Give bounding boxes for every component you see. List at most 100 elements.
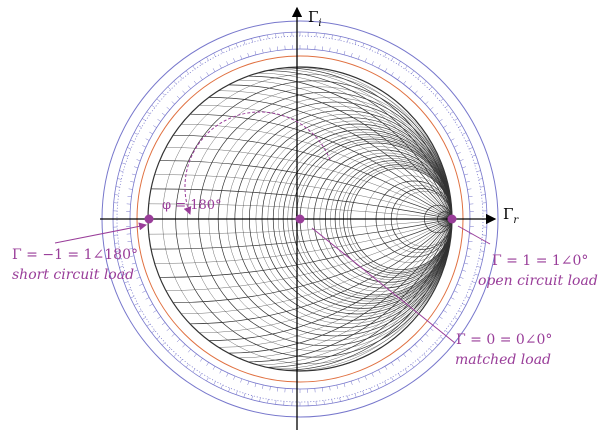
scale-tick	[233, 375, 236, 380]
scale-tick	[151, 104, 155, 108]
scale-tick	[192, 368, 196, 373]
scale-tick	[187, 349, 191, 353]
scale-tick	[409, 349, 413, 353]
scale-tick	[128, 188, 133, 190]
scale-tick	[219, 64, 222, 69]
scale-tick	[262, 49, 264, 54]
scale-tick	[384, 366, 388, 370]
scale-tick	[131, 173, 136, 176]
scale-tick	[142, 118, 146, 121]
short-point	[144, 214, 154, 224]
scale-tick	[243, 40, 246, 45]
scale-tick	[425, 101, 429, 105]
scale-tick	[220, 384, 223, 389]
scale-tick	[391, 56, 394, 61]
scale-tick	[139, 283, 144, 286]
scale-tick	[339, 36, 341, 41]
scale-tick	[429, 86, 433, 90]
reactance-arc	[173, 218, 452, 304]
scale-tick	[115, 250, 120, 252]
scale-tick	[166, 328, 170, 332]
scale-tick	[127, 147, 132, 150]
scale-tick	[467, 188, 472, 190]
reactance-arc	[228, 218, 452, 354]
scale-tick	[391, 362, 394, 366]
scale-tick	[449, 323, 454, 327]
scale-tick	[233, 58, 236, 63]
reactance-arc	[266, 70, 452, 220]
matched-pointer	[311, 227, 456, 344]
scale-tick	[124, 281, 129, 284]
scale-tick	[417, 75, 421, 79]
scale-tick	[336, 49, 338, 54]
scale-tick	[254, 50, 257, 55]
scale-tick	[220, 49, 223, 54]
open-eq: Γ = 1 = 1∠0°	[492, 253, 589, 269]
scale-tick	[213, 381, 216, 385]
short-pointer	[54, 222, 147, 244]
scale-tick	[462, 269, 467, 272]
scale-tick	[453, 290, 458, 293]
reactance-arc	[154, 174, 452, 220]
scale-tick	[398, 61, 401, 65]
scale-tick	[391, 377, 394, 382]
scale-tick	[267, 399, 269, 404]
scale-tick	[404, 368, 408, 373]
scale-tick	[465, 181, 470, 183]
matched-eq: Γ = 0 = 0∠0°	[456, 332, 553, 348]
scale-tick	[384, 53, 387, 57]
scale-tick	[447, 131, 451, 135]
scale-tick	[423, 353, 427, 358]
scale-tick	[161, 322, 166, 326]
scale-tick	[480, 186, 485, 188]
scale-tick	[456, 283, 461, 286]
scale-tick	[398, 373, 401, 377]
scale-tick	[458, 310, 463, 313]
scale-tick	[411, 70, 415, 74]
scale-tick	[171, 333, 175, 337]
scale-tick	[275, 33, 277, 38]
scale-tick	[357, 378, 360, 383]
scale-tick	[117, 258, 122, 260]
scale-tick	[384, 68, 388, 72]
scale-tick	[121, 162, 126, 165]
scale-tick	[161, 112, 166, 116]
scale-tick	[331, 34, 333, 39]
scale-tick	[146, 323, 151, 327]
scale-tick	[212, 366, 216, 370]
scale-tick	[226, 372, 229, 377]
scale-tick	[173, 353, 177, 358]
scale-tick	[462, 132, 466, 135]
scale-tick	[254, 383, 257, 388]
scale-tick	[192, 65, 196, 70]
scale-tick	[115, 186, 120, 188]
scale-tick	[128, 248, 133, 250]
scale-tick	[343, 50, 346, 55]
scale-tick	[454, 118, 458, 121]
scale-tick	[467, 248, 472, 250]
scale-tick	[134, 132, 138, 135]
reactance-arc	[151, 218, 452, 250]
scale-tick	[459, 276, 464, 279]
scale-tick	[127, 196, 132, 198]
scale-tick	[474, 162, 479, 165]
scale-tick	[423, 80, 427, 85]
reactance-arc	[228, 84, 452, 220]
scale-tick	[145, 138, 150, 141]
scale-tick	[166, 106, 170, 110]
scale-tick	[137, 310, 142, 313]
reactance-arc	[181, 218, 452, 314]
reactance-arc	[292, 218, 452, 371]
scale-tick	[458, 125, 463, 128]
scale-tick	[219, 369, 222, 374]
scale-tick	[130, 181, 135, 183]
scale-tick	[364, 375, 367, 380]
scale-tick	[465, 139, 470, 142]
scale-tick	[117, 178, 122, 180]
scale-tick	[153, 125, 157, 128]
real-axis-label: Γr	[503, 205, 519, 226]
scale-tick	[259, 397, 261, 402]
scale-tick	[369, 46, 372, 51]
scale-tick	[456, 152, 461, 155]
scale-tick	[161, 92, 166, 96]
